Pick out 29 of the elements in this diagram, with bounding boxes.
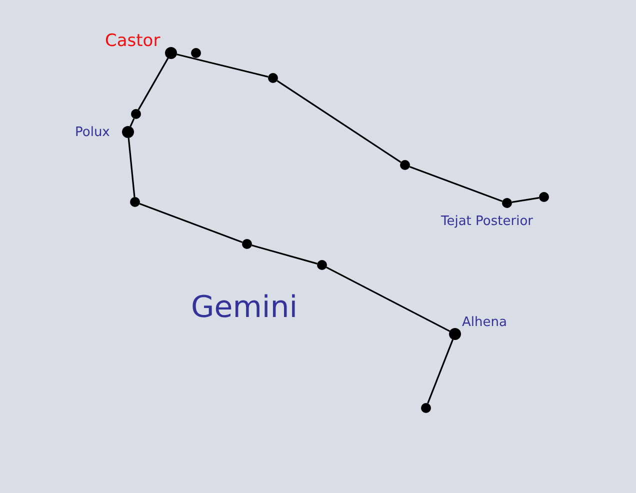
star-dot bbox=[449, 328, 461, 340]
constellation-line bbox=[176, 54, 268, 78]
star-name: Castor bbox=[105, 31, 160, 51]
star-dot bbox=[502, 198, 512, 208]
star-name: Polux bbox=[75, 125, 110, 141]
constellation-name: Gemini bbox=[191, 290, 298, 326]
star-dot bbox=[317, 260, 327, 270]
constellation-line bbox=[252, 244, 318, 264]
star-dot bbox=[242, 239, 252, 249]
constellation-line bbox=[276, 80, 402, 163]
constellation-line bbox=[128, 138, 136, 198]
constellation-line bbox=[409, 166, 503, 202]
star-name: Tejat Posterior bbox=[441, 214, 533, 230]
star-dot bbox=[165, 47, 177, 59]
constellation-line bbox=[512, 197, 540, 203]
star-dot bbox=[268, 73, 278, 83]
star-dot bbox=[122, 126, 134, 138]
star-dot bbox=[400, 160, 410, 170]
star-dot bbox=[131, 109, 141, 119]
constellation-line bbox=[326, 266, 450, 332]
star-dot bbox=[539, 192, 549, 202]
star-dot bbox=[191, 48, 201, 58]
constellation-line bbox=[138, 58, 169, 110]
star-dot bbox=[421, 403, 431, 413]
constellation-line bbox=[427, 339, 454, 404]
star-name: Alhena bbox=[462, 315, 507, 331]
star-dot bbox=[130, 197, 140, 207]
constellation-line bbox=[130, 118, 135, 127]
constellation-line bbox=[139, 203, 243, 243]
